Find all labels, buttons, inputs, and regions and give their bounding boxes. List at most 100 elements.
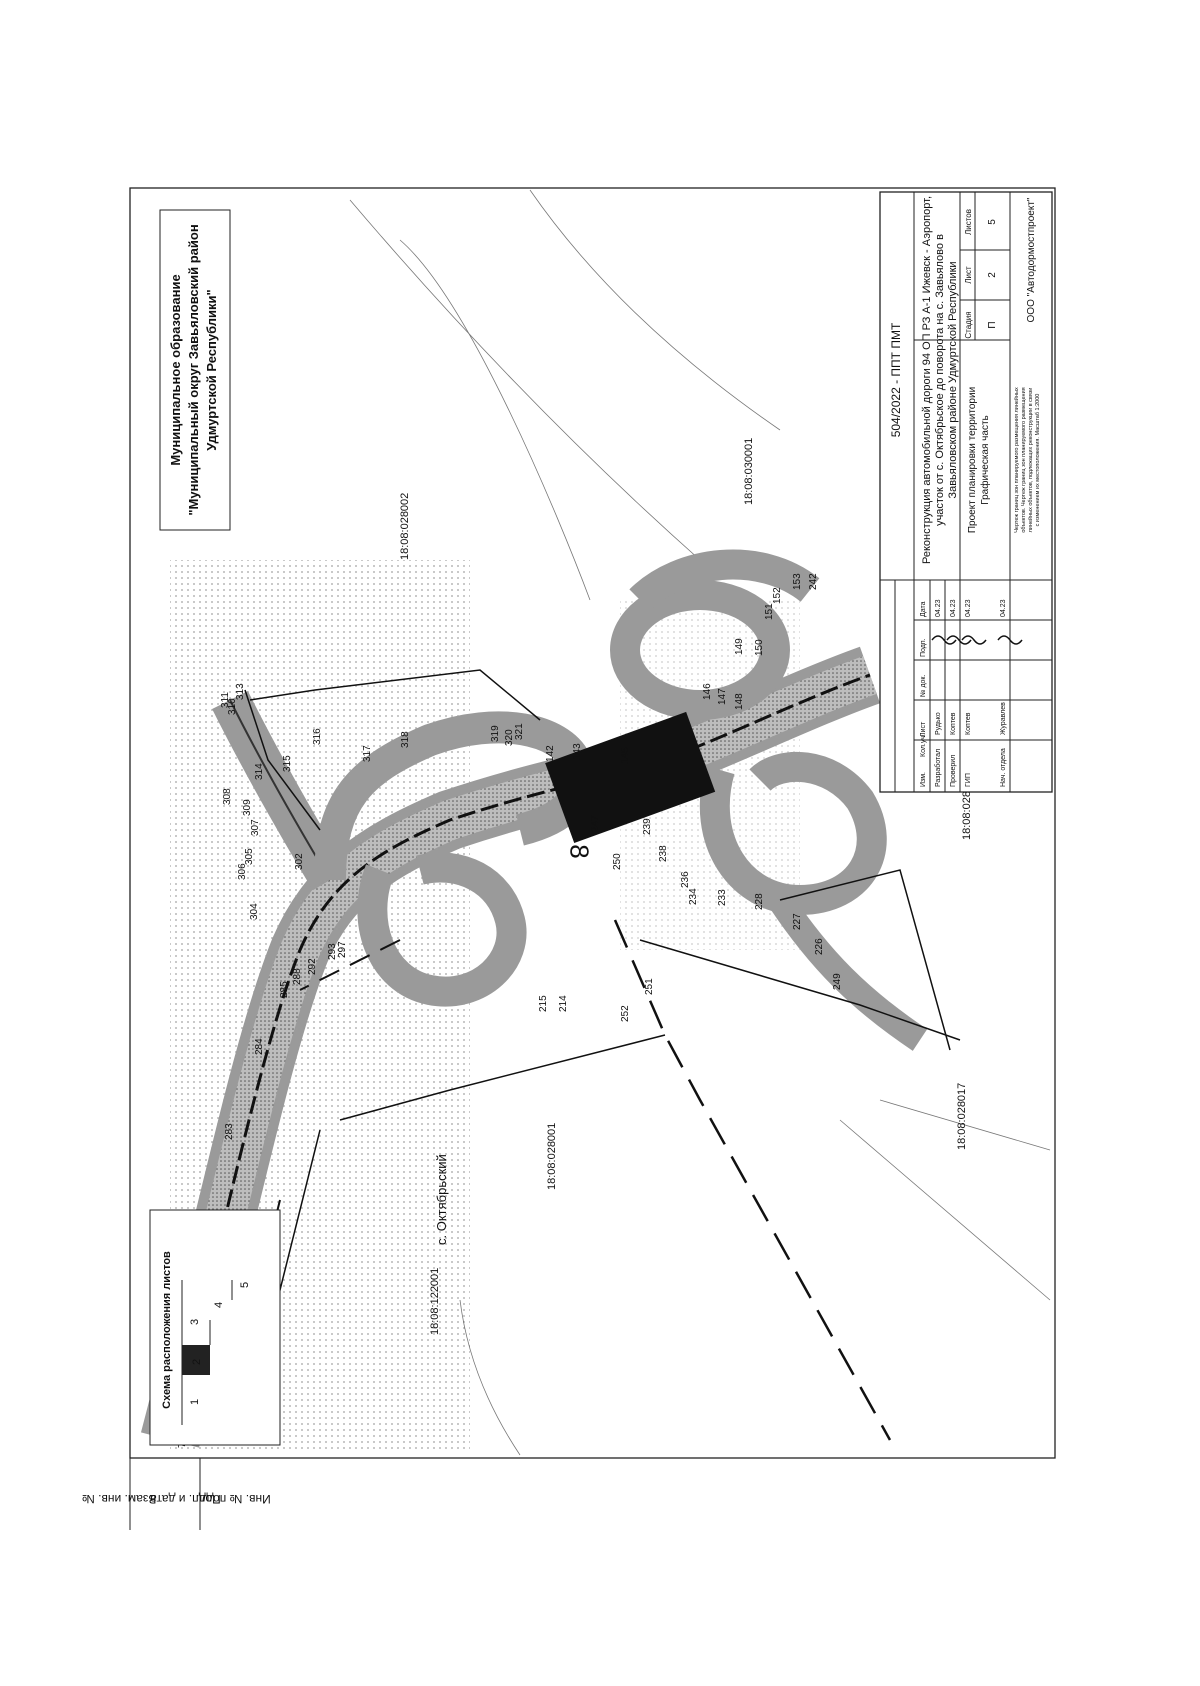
point-label: 283 [224, 1123, 235, 1140]
scheme-sheet-5: 5 [239, 1282, 251, 1288]
col-header: Лист [920, 721, 927, 737]
point-label: 242 [808, 573, 819, 590]
point-label: 152 [772, 587, 783, 604]
point-label: 317 [362, 745, 373, 762]
signature [931, 635, 957, 645]
point-label: 306 [237, 863, 248, 880]
point-label: 315 [282, 755, 293, 772]
cadastral-label: 18:08:122001 [429, 1268, 441, 1335]
row-name: Коптев [950, 712, 957, 735]
sheets-header: Листов [964, 209, 973, 235]
col-header: Дата [920, 601, 927, 617]
row-role: Проверил [950, 755, 957, 787]
point-label: 252 [620, 1005, 631, 1022]
company-name: ООО "Автодормостпроект" [1026, 197, 1037, 322]
project-title-1: Реконструкция автомобильной дороги 94 ОП… [921, 196, 933, 564]
drawing-desc-1: Чертеж границ зон планируемого размещени… [1013, 387, 1020, 533]
ramp-loop-west [357, 852, 527, 1007]
point-label: 148 [734, 693, 745, 710]
point-label: 297 [337, 941, 348, 958]
point-label: 320 [504, 729, 515, 746]
point-label: 239 [642, 818, 653, 835]
drawing-desc-3: линейных объектов, подлежащих реконструк… [1027, 388, 1034, 533]
point-label: 150 [754, 639, 765, 656]
row-date: 04.23 [1000, 599, 1007, 617]
point-label: 309 [242, 799, 253, 816]
project-code: 504/2022 - ППТ ПМТ [889, 322, 903, 437]
point-label: 247 [590, 815, 601, 832]
row-date: 04.23 [950, 599, 957, 617]
point-label: 153 [792, 573, 803, 590]
road-axis [168, 673, 871, 1441]
municipality-line1: Муниципальное образование [168, 274, 183, 465]
row-name: Журавлев [1000, 702, 1007, 735]
point-label: 238 [658, 845, 669, 862]
stage-value: П [987, 321, 998, 328]
drawing-desc-4: с изменением их местоположения. Масштаб … [1035, 394, 1041, 527]
point-label: 215 [538, 995, 549, 1012]
point-label: 285 [279, 981, 290, 998]
cadastral-label: 18:08:028017 [956, 1083, 968, 1150]
project-title-2: участок от с. Октябрьское до поворота на… [934, 234, 946, 526]
row-date: 04.23 [965, 599, 972, 617]
point-label: 145 [620, 747, 631, 764]
point-label: 142 [545, 745, 556, 762]
layout-scheme-title: Схема расположения листов [161, 1251, 173, 1409]
point-label: 321 [514, 723, 525, 740]
current-sheet-marker [182, 1345, 210, 1375]
drawing-frame [129, 187, 1056, 1459]
doc-title-1: Проект планировки территории [967, 387, 978, 533]
drawing-desc-2: объектов. Чертеж границ зон планируемого… [1021, 387, 1027, 532]
row-role: ГИП [965, 773, 972, 787]
col-header: Изм. [920, 772, 927, 787]
point-label: 314 [254, 763, 265, 780]
sheet-header: Лист [964, 266, 973, 284]
bridge-structure [545, 711, 716, 844]
point-label: 226 [814, 938, 825, 955]
point-label: 304 [249, 903, 260, 920]
cadastral-label: 18:08:028002 [399, 493, 411, 560]
point-label: 308 [222, 788, 233, 805]
point-label: 234 [688, 888, 699, 905]
point-label: 307 [250, 819, 261, 836]
point-label: 284 [254, 1038, 265, 1055]
cadastral-label: 18:08:030001 [743, 438, 755, 505]
point-label: 250 [612, 853, 623, 870]
point-label: 149 [734, 638, 745, 655]
point-label: 302 [294, 853, 305, 870]
col-header: Кол.уч. [920, 734, 927, 757]
scheme-sheet-3: 3 [189, 1319, 201, 1325]
scheme-sheet-1: 1 [189, 1399, 201, 1405]
row-role: Нач. отдела [1000, 748, 1007, 787]
municipality-line3: Удмуртской Республики" [204, 289, 219, 450]
point-labels: 7827928028128228328428528829229329730230… [177, 573, 895, 1448]
layout-scheme-box [149, 1209, 281, 1446]
point-label: 236 [680, 871, 691, 888]
sheets-value: 5 [987, 219, 998, 225]
point-label: 292 [307, 958, 318, 975]
settlement-label: с. Октябрьский [434, 1154, 449, 1245]
point-label: 251 [644, 978, 655, 995]
ramp-loop-east-upper [610, 580, 790, 720]
point-label: 147 [717, 688, 728, 705]
point-label: 305 [244, 848, 255, 865]
point-label: 151 [764, 603, 775, 620]
point-label: 310 [227, 698, 238, 715]
sheet-value: 2 [987, 272, 998, 278]
row-date: 04.23 [935, 599, 942, 617]
col-header: Подп. [920, 638, 927, 657]
cadastral-label: 18:08:028001 [546, 1123, 558, 1190]
point-label: 249 [832, 973, 843, 990]
point-label: 288 [292, 968, 303, 985]
point-label: 146 [702, 683, 713, 700]
row-role: Разработал [934, 749, 942, 787]
scheme-sheet-4: 4 [213, 1302, 225, 1308]
col-header: № док. [920, 675, 927, 697]
municipality-box [159, 209, 231, 531]
point-label: 318 [400, 731, 411, 748]
title-block: 504/2022 - ППТ ПМТ Реконструкция автомоб… [879, 191, 1053, 793]
point-label: 227 [792, 913, 803, 930]
stage-header: Стадия [964, 311, 973, 338]
row-name: Коптев [965, 712, 972, 735]
